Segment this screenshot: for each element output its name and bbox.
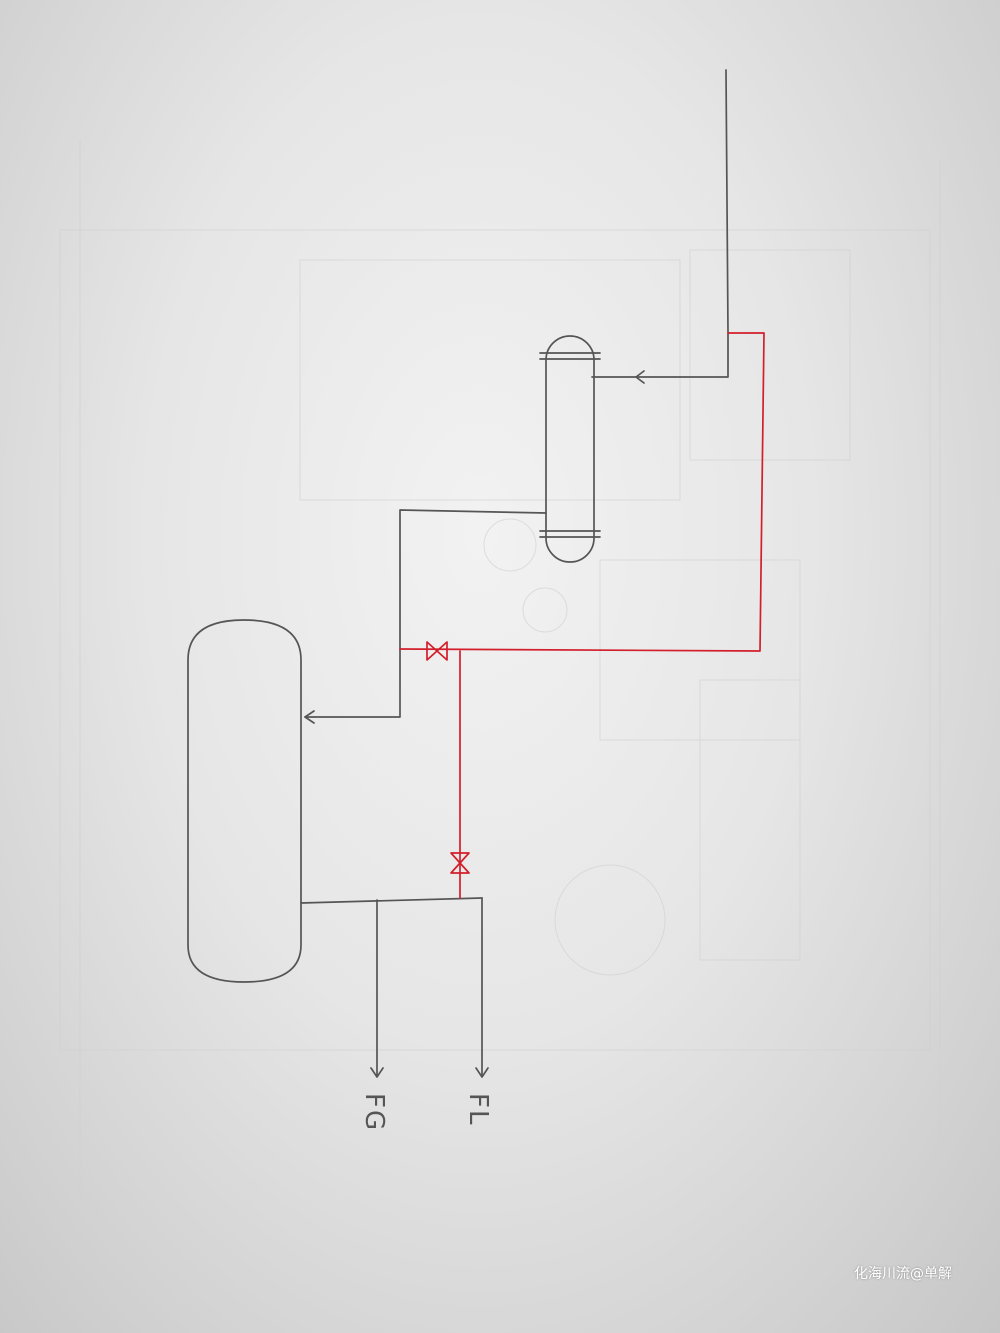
fg-label: FG xyxy=(359,1093,389,1132)
flow-arrow-icon xyxy=(475,1067,489,1078)
flow-arrow-icon xyxy=(635,370,645,384)
exchanger-outlet-line xyxy=(304,509,547,718)
heat-exchanger xyxy=(539,335,601,563)
gate-valve-icon xyxy=(426,641,448,661)
inlet-line xyxy=(591,69,729,378)
flow-arrow-icon xyxy=(304,710,315,724)
watermark: 化海川流@单解 xyxy=(854,1266,952,1282)
paper-show-through xyxy=(59,140,941,1200)
bypass-line-top xyxy=(399,332,765,652)
fl-label: FL xyxy=(463,1093,493,1126)
gate-valve-icon xyxy=(450,852,470,874)
flow-arrow-icon xyxy=(370,1067,384,1078)
separator-drum xyxy=(187,619,302,983)
drum-outlet-line xyxy=(300,897,483,904)
exchanger-shell xyxy=(545,335,595,563)
